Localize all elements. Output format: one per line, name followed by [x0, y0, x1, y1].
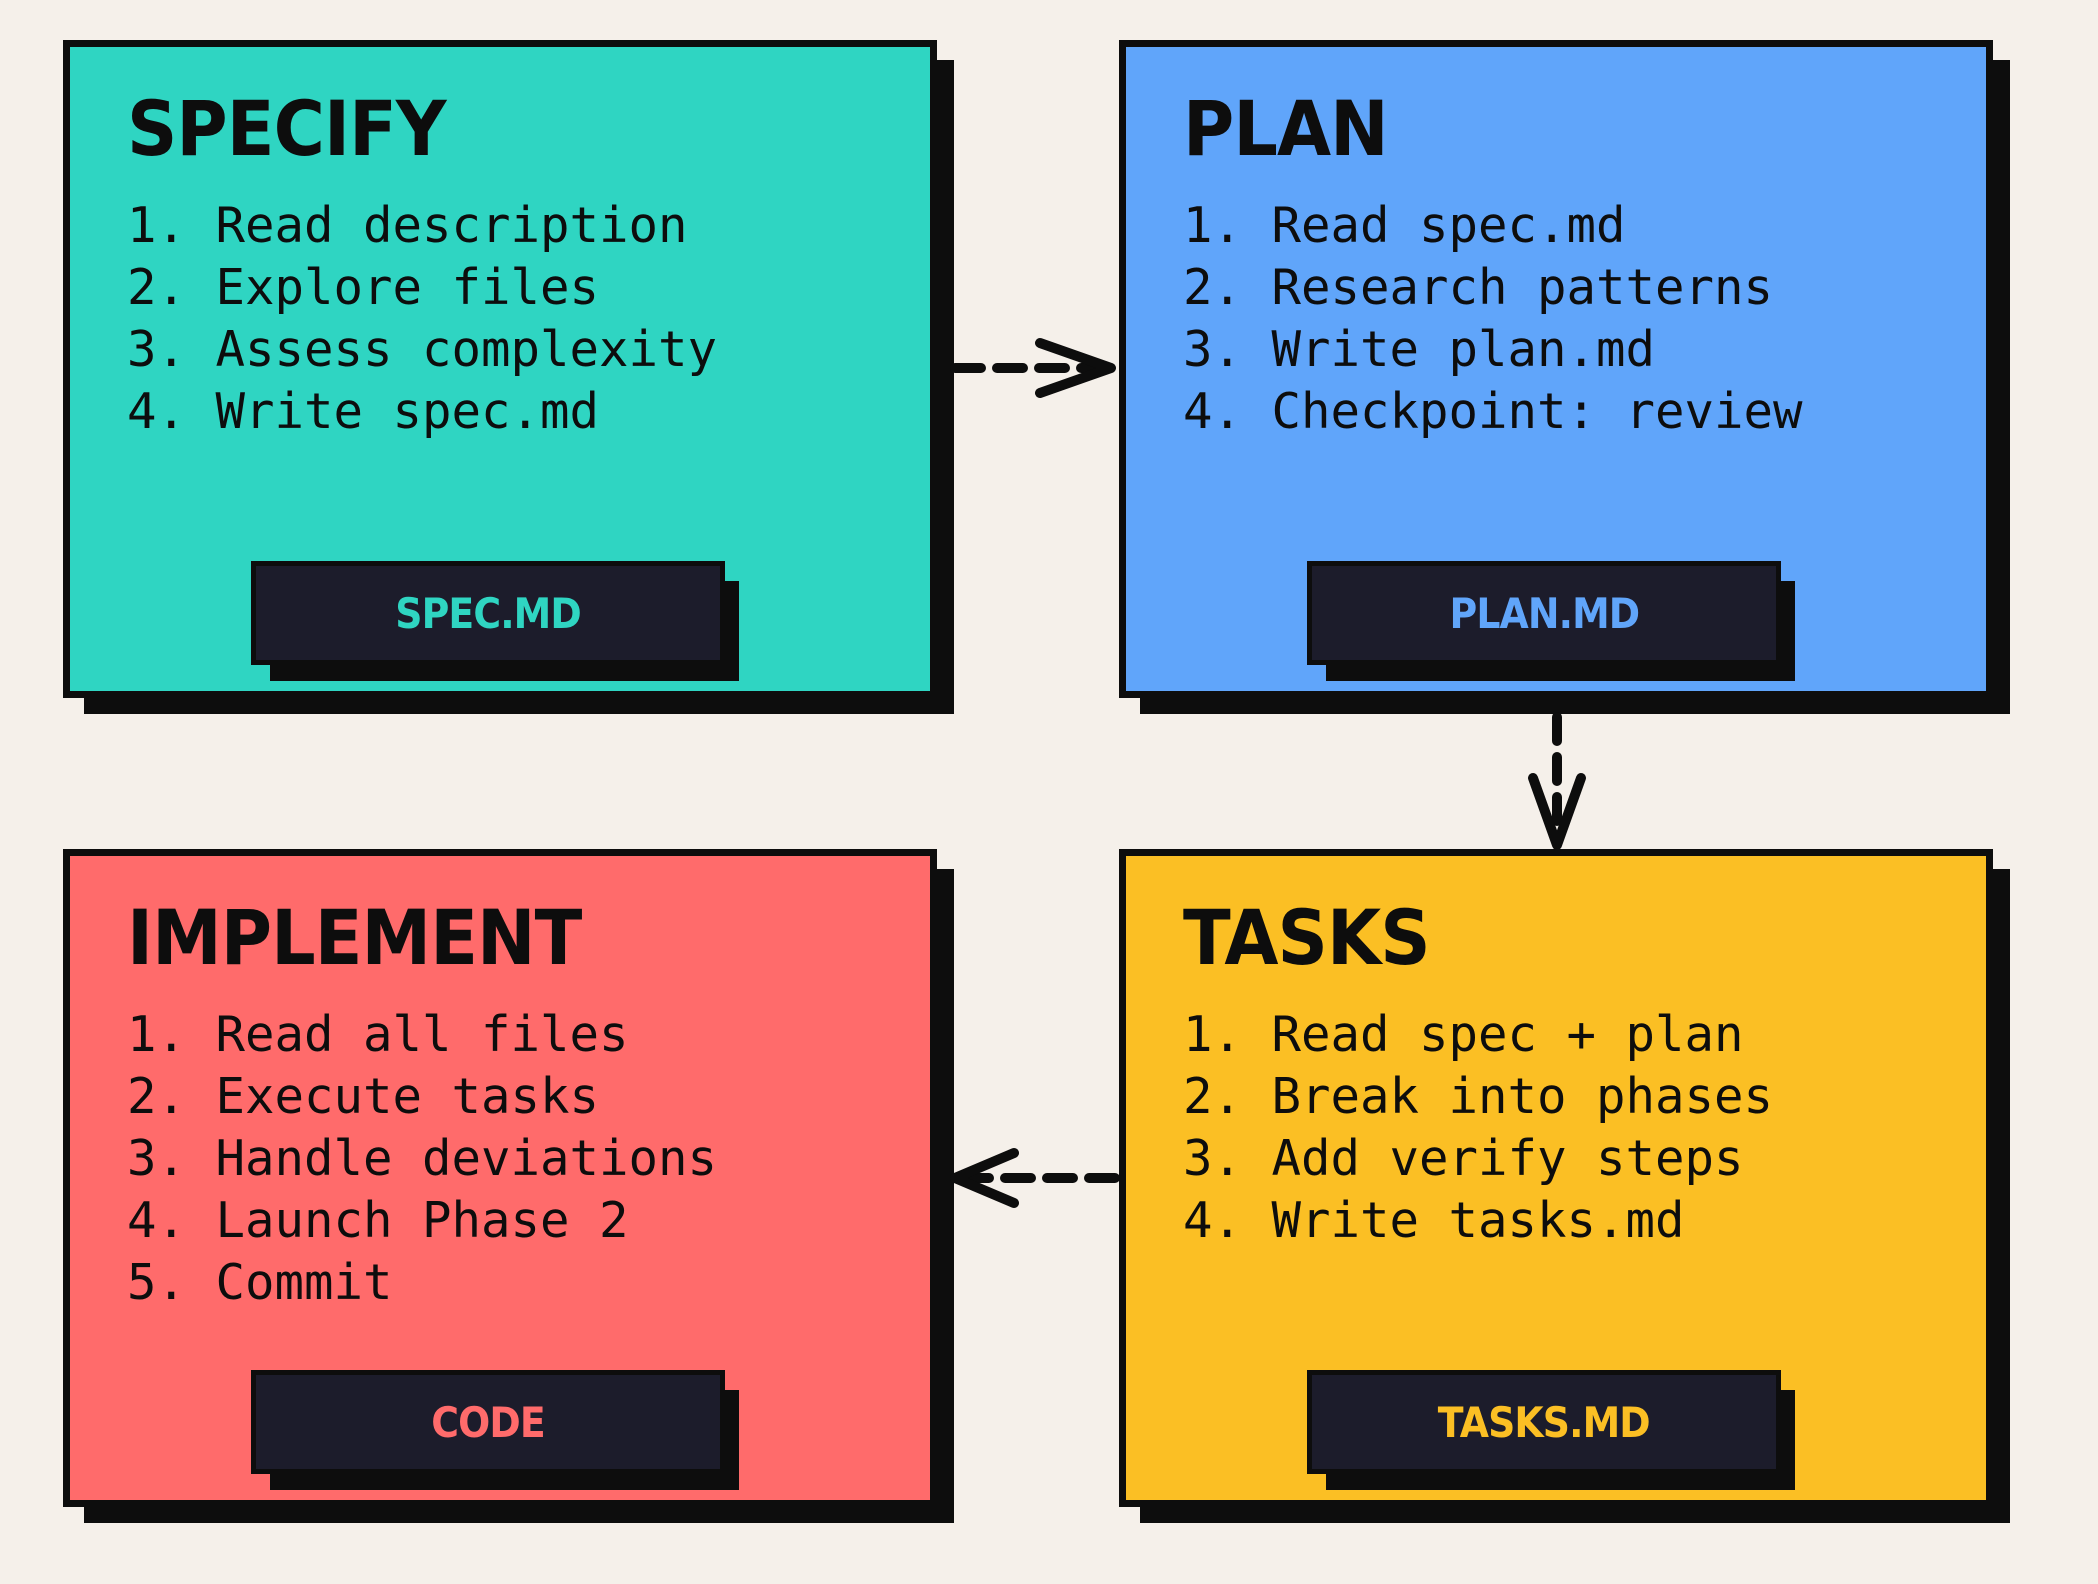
implement-badge-label: CODE — [431, 1397, 545, 1447]
specify-badge: SPEC.MD — [251, 561, 725, 665]
plan-step: 2. Research patterns — [1183, 259, 1774, 316]
specify-step: 2. Explore files — [127, 259, 600, 316]
implement-card: IMPLEMENT 1. Read all files 2. Execute t… — [63, 849, 937, 1507]
specify-step: 1. Read description — [127, 197, 688, 254]
specify-step: 3. Assess complexity — [127, 321, 718, 378]
implement-step: 2. Execute tasks — [127, 1068, 600, 1125]
tasks-badge-label: TASKS.MD — [1437, 1397, 1651, 1447]
implement-title: IMPLEMENT — [127, 893, 582, 982]
arrow-tasks-to-implement — [950, 1148, 1120, 1208]
implement-badge: CODE — [251, 1370, 725, 1474]
tasks-badge: TASKS.MD — [1307, 1370, 1781, 1474]
specify-step-list: 1. Read description 2. Explore files 3. … — [127, 195, 717, 443]
plan-card: PLAN 1. Read spec.md 2. Research pattern… — [1119, 40, 1993, 698]
arrow-specify-to-plan — [950, 338, 1116, 398]
plan-step: 4. Checkpoint: review — [1183, 383, 1803, 440]
plan-badge-label: PLAN.MD — [1449, 588, 1640, 638]
plan-title: PLAN — [1183, 84, 1389, 173]
implement-step: 3. Handle deviations — [127, 1130, 718, 1187]
plan-step: 3. Write plan.md — [1183, 321, 1656, 378]
plan-step-list: 1. Read spec.md 2. Research patterns 3. … — [1183, 195, 1803, 443]
implement-step: 5. Commit — [127, 1254, 393, 1311]
implement-step: 4. Launch Phase 2 — [127, 1192, 629, 1249]
specify-title: SPECIFY — [127, 84, 447, 173]
tasks-card: TASKS 1. Read spec + plan 2. Break into … — [1119, 849, 1993, 1507]
tasks-step: 1. Read spec + plan — [1183, 1006, 1744, 1063]
tasks-step: 4. Write tasks.md — [1183, 1192, 1685, 1249]
tasks-step-list: 1. Read spec + plan 2. Break into phases… — [1183, 1004, 1773, 1252]
specify-step: 4. Write spec.md — [127, 383, 600, 440]
tasks-step: 3. Add verify steps — [1183, 1130, 1744, 1187]
arrow-plan-to-tasks — [1528, 712, 1586, 850]
specify-card: SPECIFY 1. Read description 2. Explore f… — [63, 40, 937, 698]
plan-badge: PLAN.MD — [1307, 561, 1781, 665]
specify-badge-label: SPEC.MD — [395, 588, 581, 638]
tasks-step: 2. Break into phases — [1183, 1068, 1774, 1125]
implement-step-list: 1. Read all files 2. Execute tasks 3. Ha… — [127, 1004, 717, 1314]
implement-step: 1. Read all files — [127, 1006, 629, 1063]
tasks-title: TASKS — [1183, 893, 1431, 982]
plan-step: 1. Read spec.md — [1183, 197, 1626, 254]
